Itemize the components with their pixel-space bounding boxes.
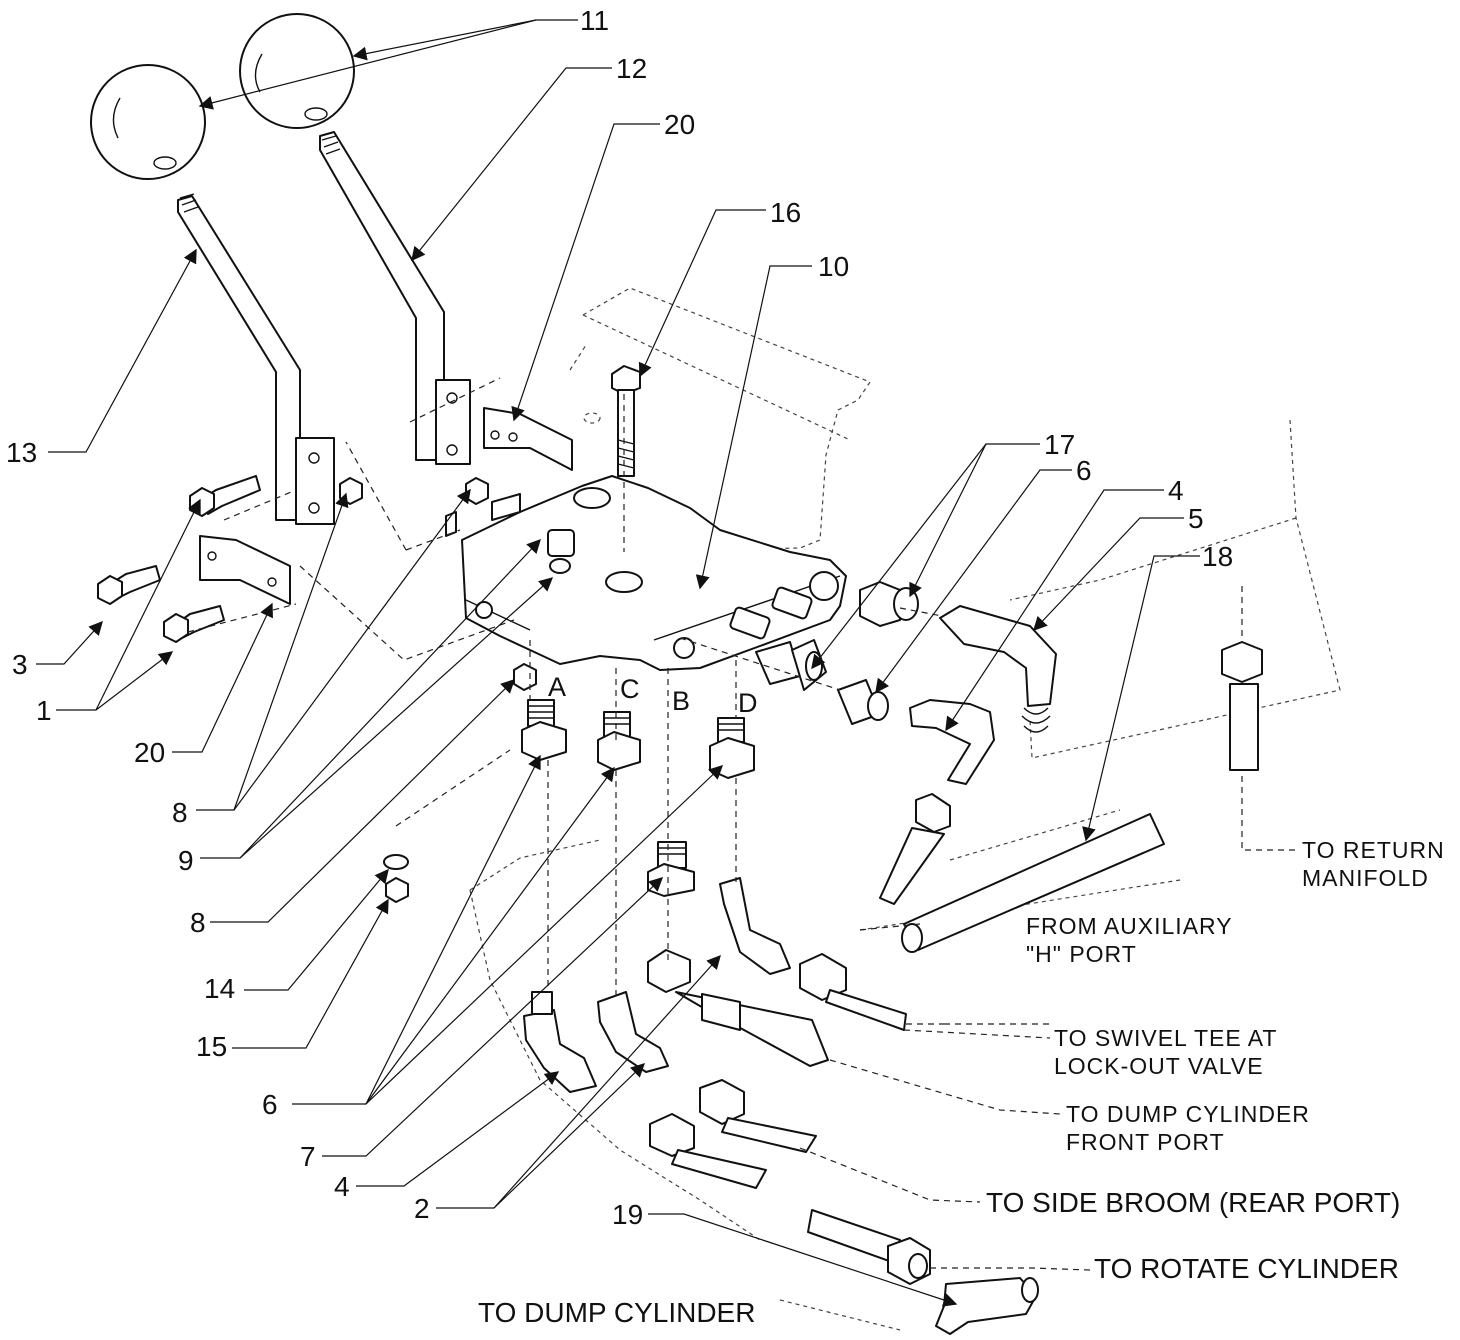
callout-20-top: 20 (664, 109, 695, 140)
note-return-line1: TO RETURN (1302, 837, 1445, 863)
elbow-c-lower (597, 991, 669, 1073)
alignment-lines (187, 377, 1296, 1271)
callout-19: 19 (612, 1199, 643, 1230)
fitting-17-top (859, 581, 919, 627)
nut-15 (385, 877, 409, 903)
elbow-d-lower (719, 877, 791, 975)
callout-4-bottom: 4 (334, 1171, 350, 1202)
callout-12: 12 (616, 53, 647, 84)
bolt-16 (611, 365, 641, 477)
note-dump-cylinder: TO DUMP CYLINDER (478, 1297, 755, 1328)
callout-6-top: 6 (1076, 455, 1092, 486)
destination-notes: TO RETURN MANIFOLD FROM AUXILIARY "H" PO… (478, 837, 1445, 1328)
callout-6-bottom: 6 (262, 1089, 278, 1120)
note-rotate-cylinder: TO ROTATE CYLINDER (1094, 1253, 1399, 1284)
callout-13: 13 (6, 437, 37, 468)
callout-numbers: 11 12 20 16 10 13 17 6 4 5 18 3 1 20 8 9… (6, 5, 1233, 1230)
port-label-c: C (620, 674, 640, 704)
note-dump-front-line2: FRONT PORT (1066, 1129, 1225, 1155)
control-valve-body (445, 475, 847, 671)
elbow-4-right (909, 699, 995, 785)
hose-dump-cylinder (649, 1113, 767, 1189)
hose-rotate-cylinder (807, 1209, 931, 1285)
callout-11: 11 (580, 5, 609, 36)
nipple-7 (647, 841, 695, 897)
callout-14: 14 (204, 973, 235, 1004)
port-labels: A C B D (548, 672, 758, 718)
elbow-5 (939, 605, 1057, 733)
callout-7: 7 (300, 1141, 316, 1172)
hose-side-broom (699, 1079, 817, 1153)
fitting-17-bottom (755, 639, 827, 691)
callout-10: 10 (818, 251, 849, 282)
hose-dump-front (675, 991, 829, 1067)
note-aux-line2: "H" PORT (1026, 941, 1137, 967)
note-aux-line1: FROM AUXILIARY (1026, 913, 1233, 939)
callout-3: 3 (12, 649, 28, 680)
callout-18: 18 (1202, 541, 1233, 572)
control-handle-left (177, 193, 335, 525)
fitting-port-c (597, 711, 641, 771)
callout-4-top: 4 (1168, 475, 1184, 506)
nut-b-lower (647, 949, 691, 993)
port-label-a: A (548, 672, 566, 702)
note-side-broom: TO SIDE BROOM (REAR PORT) (986, 1187, 1400, 1218)
callout-9: 9 (178, 845, 194, 876)
control-handle-right (319, 131, 471, 465)
note-swivel-line2: LOCK-OUT VALVE (1054, 1053, 1264, 1079)
hose-aux-h-port (901, 813, 1165, 953)
mounting-frame-outline (469, 287, 1341, 1331)
note-return-line2: MANIFOLD (1302, 865, 1429, 891)
callout-5: 5 (1188, 503, 1204, 534)
callout-20-bottom: 20 (134, 737, 165, 768)
screw-3 (97, 565, 161, 605)
callout-8-a: 8 (172, 797, 188, 828)
washer-14 (383, 854, 409, 870)
elbow-a-lower (523, 991, 597, 1093)
callout-8-b: 8 (190, 907, 206, 938)
leader-lines (36, 19, 1200, 1307)
nut-8-bottom (513, 663, 537, 691)
note-swivel-line1: TO SWIVEL TEE AT (1054, 1025, 1277, 1051)
fitting-port-d (709, 717, 755, 779)
hose-end-right (879, 793, 951, 905)
callout-15: 15 (196, 1031, 227, 1062)
callout-1: 1 (36, 695, 52, 726)
bracket-top (483, 407, 573, 471)
knob-right (239, 13, 355, 129)
swivel-tee-19 (935, 1277, 1039, 1335)
hose-swivel-tee (799, 953, 907, 1031)
fitting-port-a (521, 699, 567, 761)
callout-16: 16 (770, 197, 801, 228)
fitting-6-right (837, 679, 889, 725)
port-label-d: D (738, 688, 758, 718)
fitting-small-pair (729, 586, 813, 640)
callout-2: 2 (414, 1193, 430, 1224)
bracket-bottom (199, 535, 291, 605)
note-dump-front-line1: TO DUMP CYLINDER (1066, 1101, 1310, 1127)
screw-1-lower (163, 605, 225, 643)
knob-left (90, 64, 206, 180)
port-label-b: B (672, 686, 690, 716)
callout-17: 17 (1044, 429, 1075, 460)
return-fitting (1221, 641, 1263, 771)
